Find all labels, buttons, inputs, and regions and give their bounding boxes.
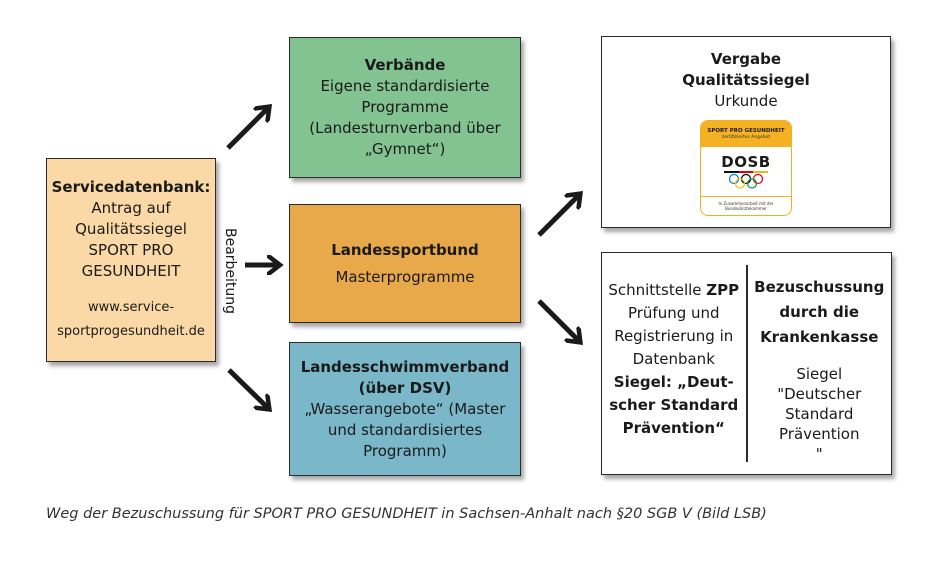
service-url-line: www.service- <box>87 299 175 315</box>
verbaende-line: Programme <box>361 98 449 116</box>
column-divider <box>745 265 748 462</box>
service-line: Antrag auf <box>91 198 171 217</box>
vergabe-subtitle: Urkunde <box>714 92 778 110</box>
landessportbund-box: Landessportbund Masterprogramme <box>289 204 521 323</box>
krankenkasse-heading: Bezuschussung <box>754 278 885 296</box>
zpp-line: Datenbank <box>632 350 715 368</box>
zpp-krankenkasse-box: Schnittstelle ZPP Prüfung und Registrier… <box>601 252 892 475</box>
verbaende-box: Verbände Eigene standardisierte Programm… <box>289 37 521 178</box>
verbaende-line: „Gymnet“) <box>364 140 446 158</box>
service-line: Qualitätssiegel <box>75 219 187 238</box>
zpp-column: Schnittstelle ZPP Prüfung und Registrier… <box>602 265 746 462</box>
arrow-to-schwimm <box>227 368 268 408</box>
verbaende-line: Eigene standardisierte <box>320 77 490 95</box>
seal-footer-line: Bundesärztekammer <box>725 206 767 211</box>
servicedatenbank-box: Servicedatenbank: Antrag auf Qualitätssi… <box>46 158 216 362</box>
lsb-title: Landessportbund <box>331 240 479 259</box>
verbaende-line: (Landesturnverband über <box>309 119 501 137</box>
vergabe-title: Vergabe <box>710 50 782 68</box>
zpp-line: Registrierung in <box>614 327 734 345</box>
schwimm-line: und standardisiertes <box>327 420 483 439</box>
landesschwimmverband-box: Landesschwimmverband (über DSV) „Wassera… <box>289 342 521 476</box>
zpp-seal-line: Siegel: „Deut- <box>613 373 734 391</box>
seal-header-text: SPORT PRO GESUNDHEIT <box>707 127 785 134</box>
zpp-seal-line: scher Standard <box>609 396 739 414</box>
quality-seal-badge: SPORT PRO GESUNDHEIT zertifiziertes Ange… <box>700 120 792 216</box>
schwimm-title: (über DSV) <box>358 378 452 397</box>
krankenkasse-seal-text: Siegel "Deutscher Standard Prävention " <box>777 364 861 464</box>
zpp-heading: Schnittstelle ZPP <box>608 279 739 302</box>
krankenkasse-seal-line: "Deutscher <box>777 385 862 403</box>
german-flag-stripe <box>724 170 769 173</box>
service-line: SPORT PRO <box>88 240 174 259</box>
lsb-subtitle: Masterprogramme <box>335 267 475 286</box>
bearbeitung-label: Bearbeitung <box>222 228 238 315</box>
krankenkasse-column: Bezuschussung durch die Krankenkasse Sie… <box>748 265 892 464</box>
seal-subheader-text: zertifiziertes Angebot <box>721 134 771 140</box>
seal-footer-line: In Zusammenarbeit mit der <box>718 201 774 206</box>
vergabe-title: Qualitätssiegel <box>682 71 810 89</box>
arrow-to-zpp <box>537 299 579 341</box>
zpp-heading-bold: ZPP <box>706 281 740 299</box>
dosb-logo-text: DOSB <box>721 152 771 171</box>
seal-footer: In Zusammenarbeit mit der Bundesärztekam… <box>701 196 791 215</box>
olympic-rings-icon <box>728 173 764 189</box>
zpp-line: Prüfung und <box>627 304 720 322</box>
verbaende-title: Verbände <box>364 56 446 74</box>
zpp-seal-line: Prävention“ <box>622 419 725 437</box>
arrow-to-verbaende <box>226 108 268 150</box>
krankenkasse-seal-line: Siegel <box>796 365 843 383</box>
schwimm-line: „Wasserangebote“ (Master <box>304 399 506 418</box>
service-url-line: sportprogesundheit.de <box>57 323 205 339</box>
dosb-logo: DOSB <box>701 147 791 196</box>
vergabe-box: Vergabe Qualitätssiegel Urkunde SPORT PR… <box>601 36 891 228</box>
krankenkasse-seal-line: Prävention <box>779 425 860 443</box>
krankenkasse-seal-line: Standard <box>785 405 854 423</box>
figure-caption: Weg der Bezuschussung für SPORT PRO GESU… <box>46 506 767 522</box>
service-url: www.service- sportprogesundheit.de <box>57 296 205 344</box>
krankenkasse-seal-line: " <box>815 445 823 463</box>
schwimm-title: Landesschwimmverband <box>300 357 510 376</box>
arrow-to-vergabe <box>537 195 579 237</box>
krankenkasse-heading: durch die <box>779 303 860 321</box>
service-title: Servicedatenbank: <box>51 177 211 196</box>
krankenkasse-heading: Krankenkasse <box>760 328 879 346</box>
schwimm-line: Programm) <box>363 441 447 460</box>
zpp-heading-prefix: Schnittstelle <box>608 281 707 299</box>
service-line: GESUNDHEIT <box>81 261 181 280</box>
seal-header: SPORT PRO GESUNDHEIT zertifiziertes Ange… <box>701 121 791 147</box>
